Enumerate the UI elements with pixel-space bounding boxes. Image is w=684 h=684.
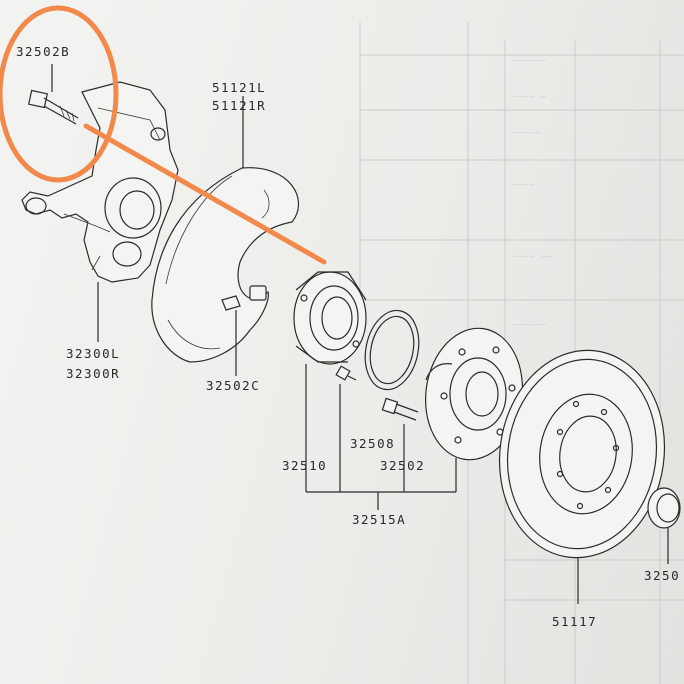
hub-assembly-bracket bbox=[306, 491, 456, 510]
highlight-circle bbox=[0, 5, 119, 183]
faint-text: ———— —— bbox=[512, 252, 553, 261]
brake-rotor bbox=[498, 349, 666, 604]
hub-cap bbox=[647, 487, 681, 564]
label-bolt-hub: 32502 bbox=[380, 458, 426, 473]
faint-text: —————— bbox=[512, 320, 547, 329]
steering-knuckle bbox=[21, 81, 179, 342]
background-grid bbox=[359, 22, 684, 684]
label-rotor: 51117 bbox=[552, 614, 598, 629]
label-cover-left: 51121L bbox=[212, 80, 267, 95]
gasket-ring bbox=[335, 309, 420, 492]
label-cover-right: 51121R bbox=[212, 98, 267, 113]
bolt-32502 bbox=[381, 397, 419, 492]
highlight-annotation bbox=[0, 5, 327, 265]
faint-text: —————— bbox=[512, 56, 547, 65]
highlight-pointer-line bbox=[83, 123, 327, 265]
faint-text: ———— bbox=[512, 180, 536, 189]
label-bolt-upper: 32502B bbox=[16, 44, 71, 59]
faint-text: ———— — bbox=[512, 92, 547, 101]
dust-cover bbox=[151, 96, 300, 376]
faint-text: ————— bbox=[512, 128, 542, 137]
hub-bearing bbox=[293, 271, 367, 492]
label-gasket: 32508 bbox=[350, 436, 396, 451]
label-bearing: 32510 bbox=[282, 458, 328, 473]
label-knuckle-left: 32300L bbox=[66, 346, 121, 361]
label-cap: 3250 bbox=[644, 568, 681, 583]
label-bolt-cover: 32502C bbox=[206, 378, 261, 393]
label-hub-assembly: 32515A bbox=[352, 512, 407, 527]
bolt-32502B bbox=[28, 64, 79, 125]
label-knuckle-right: 32300R bbox=[66, 366, 121, 381]
